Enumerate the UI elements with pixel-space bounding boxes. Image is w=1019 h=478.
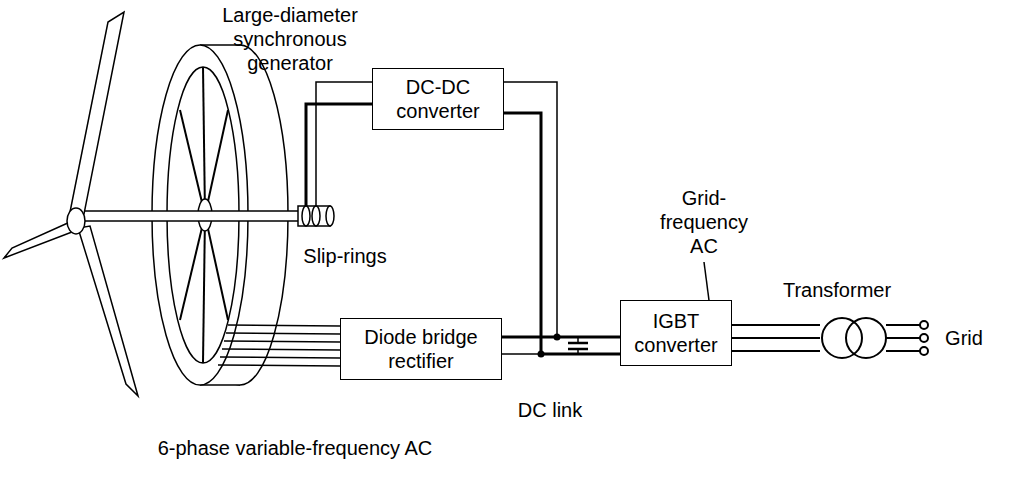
generator-label: Large-diameter synchronous generator: [215, 3, 365, 75]
dc-bus-wire: [504, 82, 620, 358]
dc-bus-wire: [502, 337, 620, 354]
six-phase-wires: [218, 325, 340, 366]
converter-box: DC-DC converter: [372, 68, 504, 130]
signal-label: Grid-frequency AC: [652, 186, 756, 258]
terminal-label: Grid: [934, 326, 994, 350]
bus-label: DC link: [510, 398, 590, 422]
part-label: Transformer: [772, 278, 902, 302]
box-text: DC-DC converter: [381, 75, 495, 123]
converter-box: IGBT converter: [620, 300, 732, 366]
box-text: Diode bridge rectifier: [349, 325, 493, 373]
part-label: Slip-rings: [290, 244, 400, 268]
three-phase-lines: [730, 318, 928, 358]
capacitor-symbol: [568, 337, 588, 355]
box-text: IGBT converter: [629, 309, 723, 357]
rectifier-box: Diode bridge rectifier: [340, 318, 502, 380]
signal-label: 6-phase variable-frequency AC: [140, 436, 450, 460]
